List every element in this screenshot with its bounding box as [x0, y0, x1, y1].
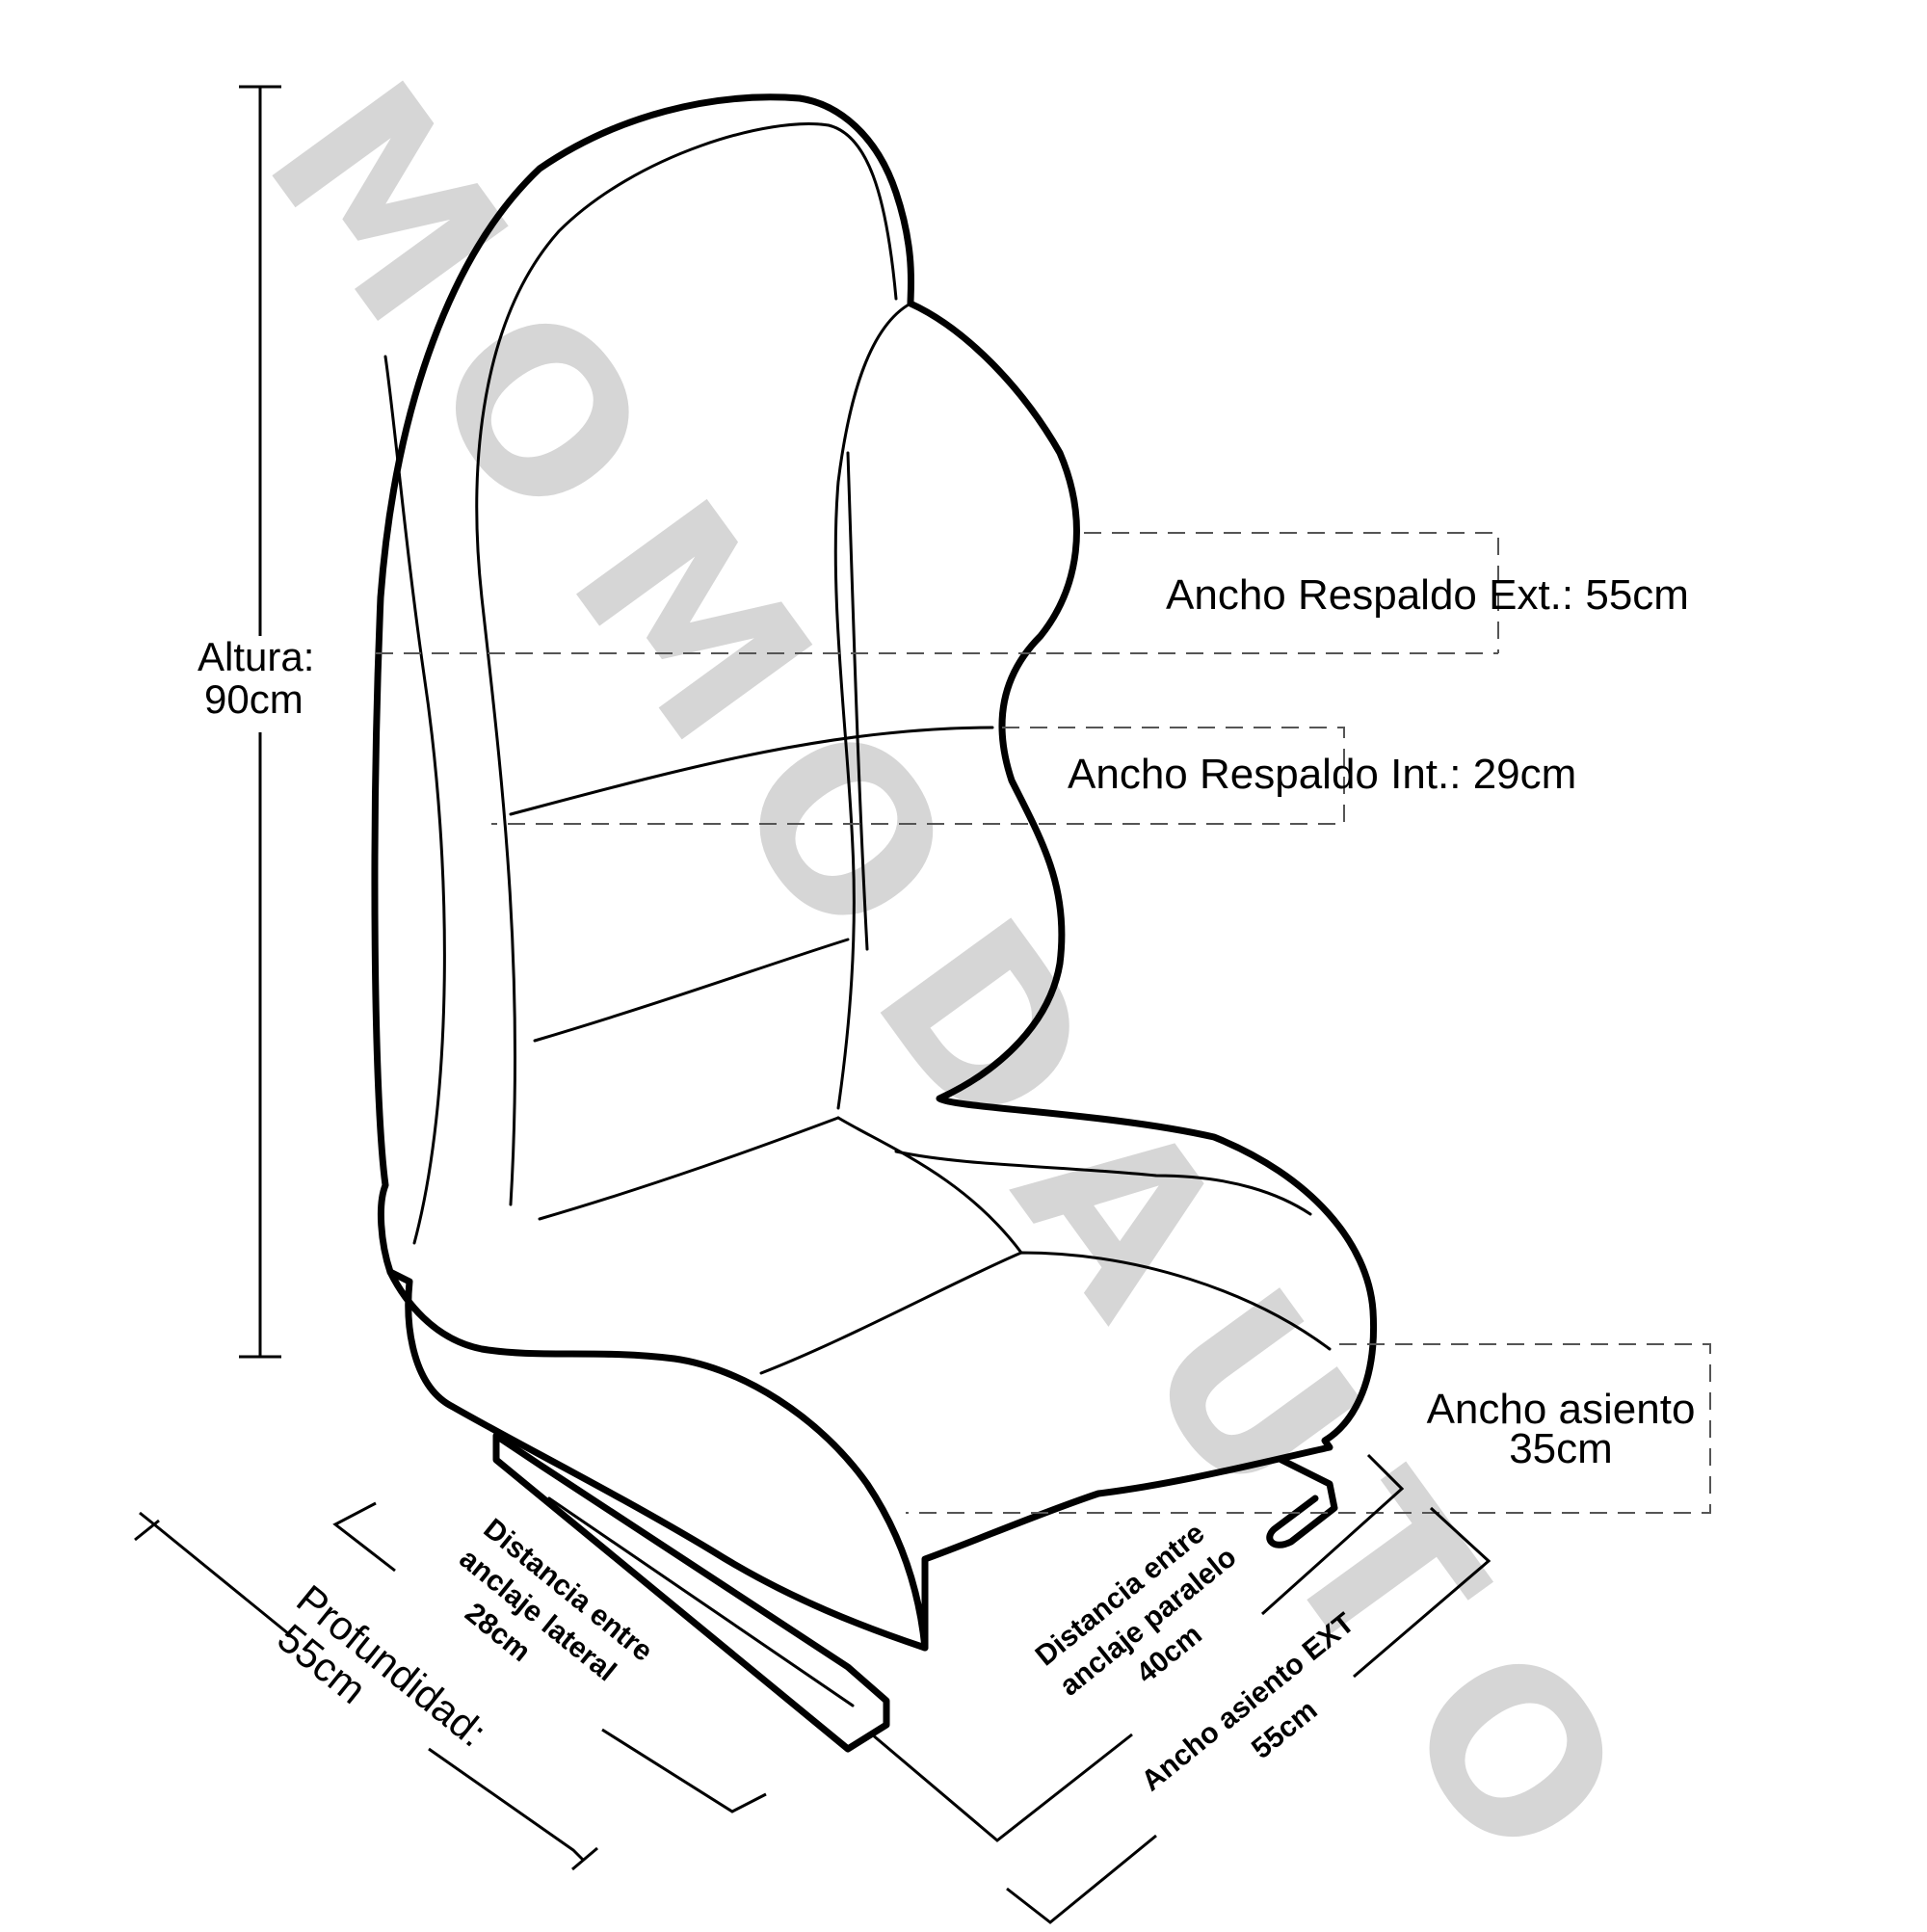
seam-lower	[538, 1116, 840, 1221]
seat-width-label-2: 35cm	[1509, 1425, 1613, 1472]
backrest-inner	[475, 122, 898, 1206]
depth-cap-right	[571, 1846, 598, 1871]
height-label-1: Altura:	[198, 634, 314, 679]
ext-width-label: Ancho Respaldo Ext.: 55cm	[1166, 571, 1689, 619]
lateral-anchor-bracket	[332, 1501, 767, 1813]
center-seam	[846, 451, 869, 951]
rail-inner	[547, 1496, 855, 1707]
cushion-seam-top	[894, 1150, 1312, 1216]
ext-seat-width-bracket	[1006, 1506, 1491, 1924]
height-label-2: 90cm	[204, 676, 304, 722]
bolster-line-left	[383, 355, 446, 1245]
cushion-outline	[386, 1268, 929, 1652]
adjust-lever	[1266, 1456, 1338, 1548]
int-width-label: Ancho Respaldo Int.: 29cm	[1068, 751, 1576, 798]
depth-label: Profundidad: 55cm	[269, 1575, 495, 1755]
seat-rail	[492, 1432, 890, 1753]
seat-width-label-1: Ancho asiento	[1427, 1386, 1696, 1433]
backrest-outline	[371, 93, 1378, 1652]
bolster-line-right	[833, 302, 912, 1110]
depth-cap-left	[134, 1519, 160, 1542]
cushion-seam-side	[836, 1116, 1023, 1255]
seam-upper	[509, 726, 994, 816]
seat-width-bracket	[906, 1343, 1711, 1514]
parallel-anchor-bracket	[871, 1453, 1405, 1842]
seam-mid	[533, 938, 850, 1043]
int-width-bracket	[491, 727, 1345, 825]
